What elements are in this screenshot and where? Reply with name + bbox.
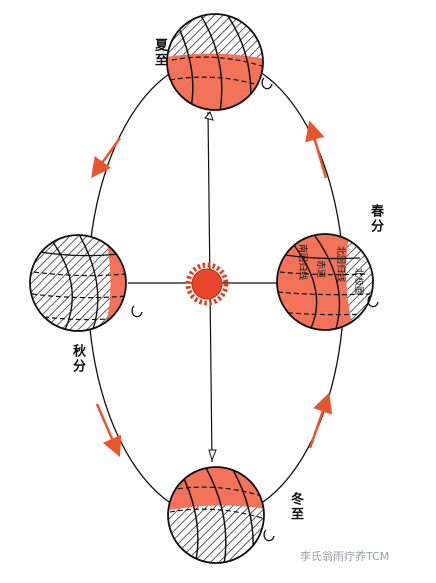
label-equator: 赤道 bbox=[315, 260, 327, 278]
rotation-icon bbox=[261, 77, 273, 90]
axis-arrow-top bbox=[204, 111, 214, 121]
axis-arrow-bottom bbox=[208, 449, 217, 462]
label-winter-solstice: 冬至 bbox=[288, 492, 303, 522]
label-autumn-equinox: 秋分 bbox=[70, 344, 85, 374]
rotation-icon bbox=[367, 295, 379, 308]
rotation-icon bbox=[131, 305, 143, 318]
label-summer-solstice: 夏至 bbox=[152, 38, 167, 68]
label-spring-equinox: 春分 bbox=[368, 204, 383, 234]
globe-spring-equinox: 南回归线 赤道 北回归线 北极圈 bbox=[276, 233, 379, 331]
orbit-arrow-bottom-left bbox=[95, 403, 122, 458]
globe-autumn-equinox bbox=[29, 234, 143, 332]
globe-summer-solstice bbox=[166, 13, 273, 111]
orbit-arrow-top-right bbox=[305, 120, 328, 179]
orbit-arrow-bottom-right bbox=[308, 392, 333, 449]
watermark: 李氏翁雨疗养TCM bbox=[300, 550, 390, 563]
orbit-arrow-top-left bbox=[91, 137, 122, 179]
label-tropic-cancer: 北回归线 bbox=[335, 246, 347, 282]
sun-icon bbox=[185, 262, 229, 306]
rotation-icon bbox=[263, 529, 275, 542]
label-arctic-circle: 北极圈 bbox=[353, 268, 365, 295]
label-tropic-capricorn: 南回归线 bbox=[297, 244, 309, 280]
globe-winter-solstice bbox=[167, 466, 275, 564]
